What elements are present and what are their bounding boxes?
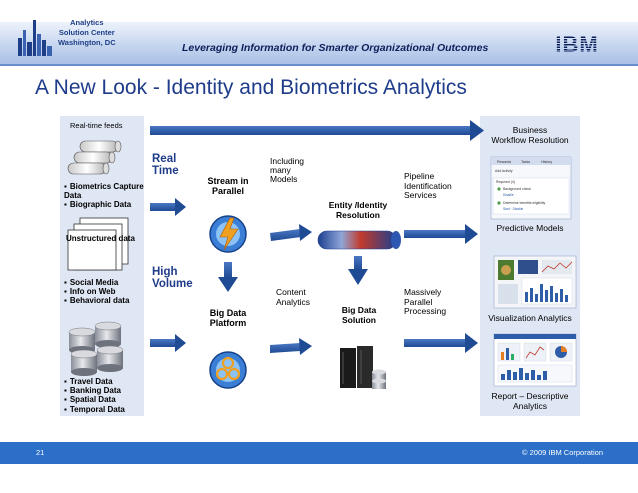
- list-item: Behavioral data: [64, 296, 144, 305]
- svg-text:Rewards: Rewards: [497, 160, 511, 164]
- label-line: Resolution: [336, 210, 380, 220]
- capitol-skyline-icon: [18, 20, 52, 56]
- label-line: Analytics: [276, 296, 311, 307]
- big-data-solution-label: Big Data Solution: [330, 305, 388, 325]
- list-item: Travel Data: [64, 377, 144, 386]
- label-line: Volume: [152, 278, 193, 290]
- label-line: Entity /Identity: [328, 200, 388, 210]
- label-line: Massively: [404, 287, 442, 297]
- label-line: Pipeline: [404, 171, 435, 181]
- label-line: Including: [270, 156, 305, 166]
- label-line: Business: [512, 125, 548, 135]
- logo-line: Solution Center: [58, 28, 115, 37]
- label-line: Workflow Resolution: [491, 135, 569, 145]
- database-icon: [68, 321, 124, 376]
- svg-text:Add Activity: Add Activity: [495, 169, 513, 173]
- label-line: Stream in: [207, 176, 249, 186]
- realtime-feeds-label: Real-time feeds: [70, 121, 123, 130]
- list-item: Social Media: [64, 278, 144, 287]
- visualization-screenshot: [493, 255, 577, 309]
- list-item: Temporal Data: [64, 405, 144, 414]
- label-line: Parallel: [211, 186, 245, 196]
- unstructured-data-label: Unstructured data: [66, 234, 135, 243]
- big-data-platform-icon: [209, 351, 247, 389]
- predictive-models-screenshot: Rewards Tasks History Add Activity Requi…: [490, 156, 572, 220]
- label-line: Big Data: [209, 308, 247, 318]
- analytics-center-logo: Analytics Solution Center Washington, DC: [16, 16, 126, 58]
- label-line: Services: [404, 190, 437, 200]
- page-number: 21: [36, 448, 45, 457]
- logo-text: Analytics Solution Center Washington, DC: [58, 18, 116, 48]
- logo-line: Analytics: [70, 18, 104, 27]
- label-line: Analytics: [512, 401, 547, 411]
- arrow-to-report: [404, 333, 478, 353]
- header-rule: [0, 64, 638, 66]
- svg-text:IBM: IBM: [555, 34, 598, 54]
- arrow-to-platform: [150, 334, 186, 352]
- label-line: High: [152, 266, 178, 278]
- arrow-stream-to-platform: [218, 262, 238, 292]
- visualization-analytics-label: Visualization Analytics: [488, 313, 572, 323]
- label-line: many: [270, 165, 291, 175]
- realtime-feed-arrow: [150, 120, 484, 141]
- label-line: Identification: [404, 180, 452, 191]
- ibm-logo: IBM: [555, 34, 598, 54]
- predictive-models-label: Predictive Models: [496, 223, 564, 233]
- header-tagline: Leveraging Information for Smarter Organ…: [182, 42, 489, 54]
- footer-band: [0, 442, 638, 464]
- real-time-label: Real Time: [152, 153, 179, 177]
- including-models-label: Including many Models: [270, 157, 304, 184]
- massively-parallel-label: Massively Parallel Processing: [404, 287, 447, 317]
- realtime-feeds-icon: [67, 140, 122, 175]
- label-line: Processing: [404, 306, 447, 316]
- label-line: Parallel: [404, 296, 433, 307]
- database-items-list: Travel Data Banking Data Spatial Data Te…: [64, 377, 144, 414]
- header-band: [0, 22, 638, 64]
- svg-text:History: History: [541, 160, 552, 164]
- logo-line: Washington, DC: [58, 38, 116, 47]
- list-item: Info on Web: [64, 287, 144, 296]
- arrow-to-predictive: [404, 224, 478, 244]
- label-line: Content: [276, 287, 306, 297]
- report-screenshot: [493, 333, 577, 387]
- high-volume-label: High Volume: [152, 266, 193, 290]
- document-stack-icon: [67, 217, 129, 271]
- list-item: Spatial Data: [64, 395, 144, 404]
- svg-text:Tasks: Tasks: [521, 160, 530, 164]
- entity-resolution-disk-icon: [317, 230, 401, 250]
- svg-text:Start · Disable: Start · Disable: [503, 207, 523, 211]
- list-item: Biometrics Capture Data: [64, 182, 144, 200]
- svg-text:Determine benefits eligibility: Determine benefits eligibility: [503, 201, 546, 205]
- label-line: Time: [152, 165, 179, 177]
- pipeline-services-label: Pipeline Identification Services: [404, 171, 452, 201]
- server-rack-icon: [340, 346, 386, 389]
- business-workflow-label: Business Workflow Resolution: [480, 125, 580, 145]
- copyright: © 2009 IBM Corporation: [522, 448, 603, 457]
- stream-parallel-icon: [209, 215, 247, 253]
- big-data-platform-label: Big Data Platform: [200, 308, 256, 328]
- list-item: Banking Data: [64, 386, 144, 395]
- entity-resolution-label: Entity /Identity Resolution: [320, 200, 396, 220]
- label-line: Platform: [209, 318, 247, 328]
- label-line: Real: [152, 153, 177, 165]
- svg-text:Background check: Background check: [503, 187, 531, 191]
- arrow-to-solution: [270, 338, 312, 355]
- unstructured-items-list: Social Media Info on Web Behavioral data: [64, 278, 144, 306]
- label-line: Report – Descriptive: [491, 391, 569, 401]
- label-line: Solution: [342, 315, 376, 325]
- svg-text:Disable: Disable: [503, 193, 514, 197]
- label-line: Big Data: [341, 305, 377, 315]
- svg-text:Required (4): Required (4): [496, 180, 515, 184]
- arrow-entity-to-solution: [348, 256, 368, 285]
- report-analytics-label: Report – Descriptive Analytics: [480, 391, 580, 411]
- arrow-to-entity: [270, 224, 312, 241]
- slide-title: A New Look - Identity and Biometrics Ana…: [35, 76, 467, 99]
- content-analytics-label: Content Analytics: [276, 287, 311, 307]
- stream-parallel-label: Stream in Parallel: [200, 176, 256, 196]
- list-item: Biographic Data: [64, 200, 144, 209]
- arrow-to-stream: [150, 198, 186, 216]
- feed-items-list: Biometrics Capture Data Biographic Data: [64, 182, 144, 210]
- label-line: Models: [270, 174, 298, 184]
